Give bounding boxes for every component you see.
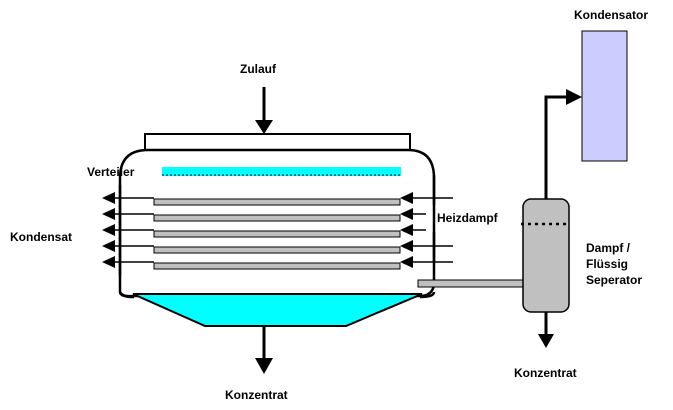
separator-label-line3: Seperator xyxy=(586,273,642,287)
concentrate-main-label: Konzentrat xyxy=(225,388,288,402)
concentrate-arrow-icon xyxy=(255,358,273,374)
distributor-liquid xyxy=(162,167,401,176)
heating-steam-arrow-icon xyxy=(400,192,413,204)
separator-vessel xyxy=(522,198,570,313)
condensate-arrow-icon xyxy=(102,240,115,252)
heating-plate xyxy=(153,230,401,238)
separator-label: Dampf / Flüssig Seperator xyxy=(586,241,642,287)
feed-arrow-icon xyxy=(255,120,273,134)
condensate-arrow-icon xyxy=(102,224,115,236)
heating-plates xyxy=(102,192,453,270)
feed-label: Zulauf xyxy=(240,62,277,76)
distributor-label: Verteiler xyxy=(87,165,135,179)
separator-label-line2: Flüssig xyxy=(586,257,628,271)
concentrate-separator-label: Konzentrat xyxy=(514,366,577,380)
heating-steam-arrow-icon xyxy=(400,224,413,236)
concentrate-sump xyxy=(132,293,423,327)
condensate-arrow-icon xyxy=(102,208,115,220)
heating-plate xyxy=(153,214,401,222)
vessel-bottom-curve xyxy=(118,262,436,298)
heating-steam-arrow-icon xyxy=(400,256,413,268)
separator-label-line1: Dampf / xyxy=(586,241,631,255)
feed-inlet-box xyxy=(144,133,411,151)
heating-plate xyxy=(153,262,401,270)
vapor-line xyxy=(544,95,570,199)
heating-steam-arrow-icon xyxy=(400,240,413,252)
vapor-liquid-pipe xyxy=(417,279,525,288)
heating-steam-label: Heizdampf xyxy=(437,211,499,225)
condenser xyxy=(581,30,628,162)
condensate-arrow-icon xyxy=(102,256,115,268)
condenser-label: Kondensator xyxy=(574,8,648,22)
heating-plate xyxy=(153,198,401,206)
heating-steam-arrow-icon xyxy=(400,208,413,220)
condensate-label: Kondensat xyxy=(10,230,72,244)
separator-concentrate-arrow-icon xyxy=(538,334,554,348)
condensate-arrow-icon xyxy=(102,192,115,204)
heating-plate xyxy=(153,246,401,254)
vapor-arrow-icon xyxy=(566,89,582,105)
